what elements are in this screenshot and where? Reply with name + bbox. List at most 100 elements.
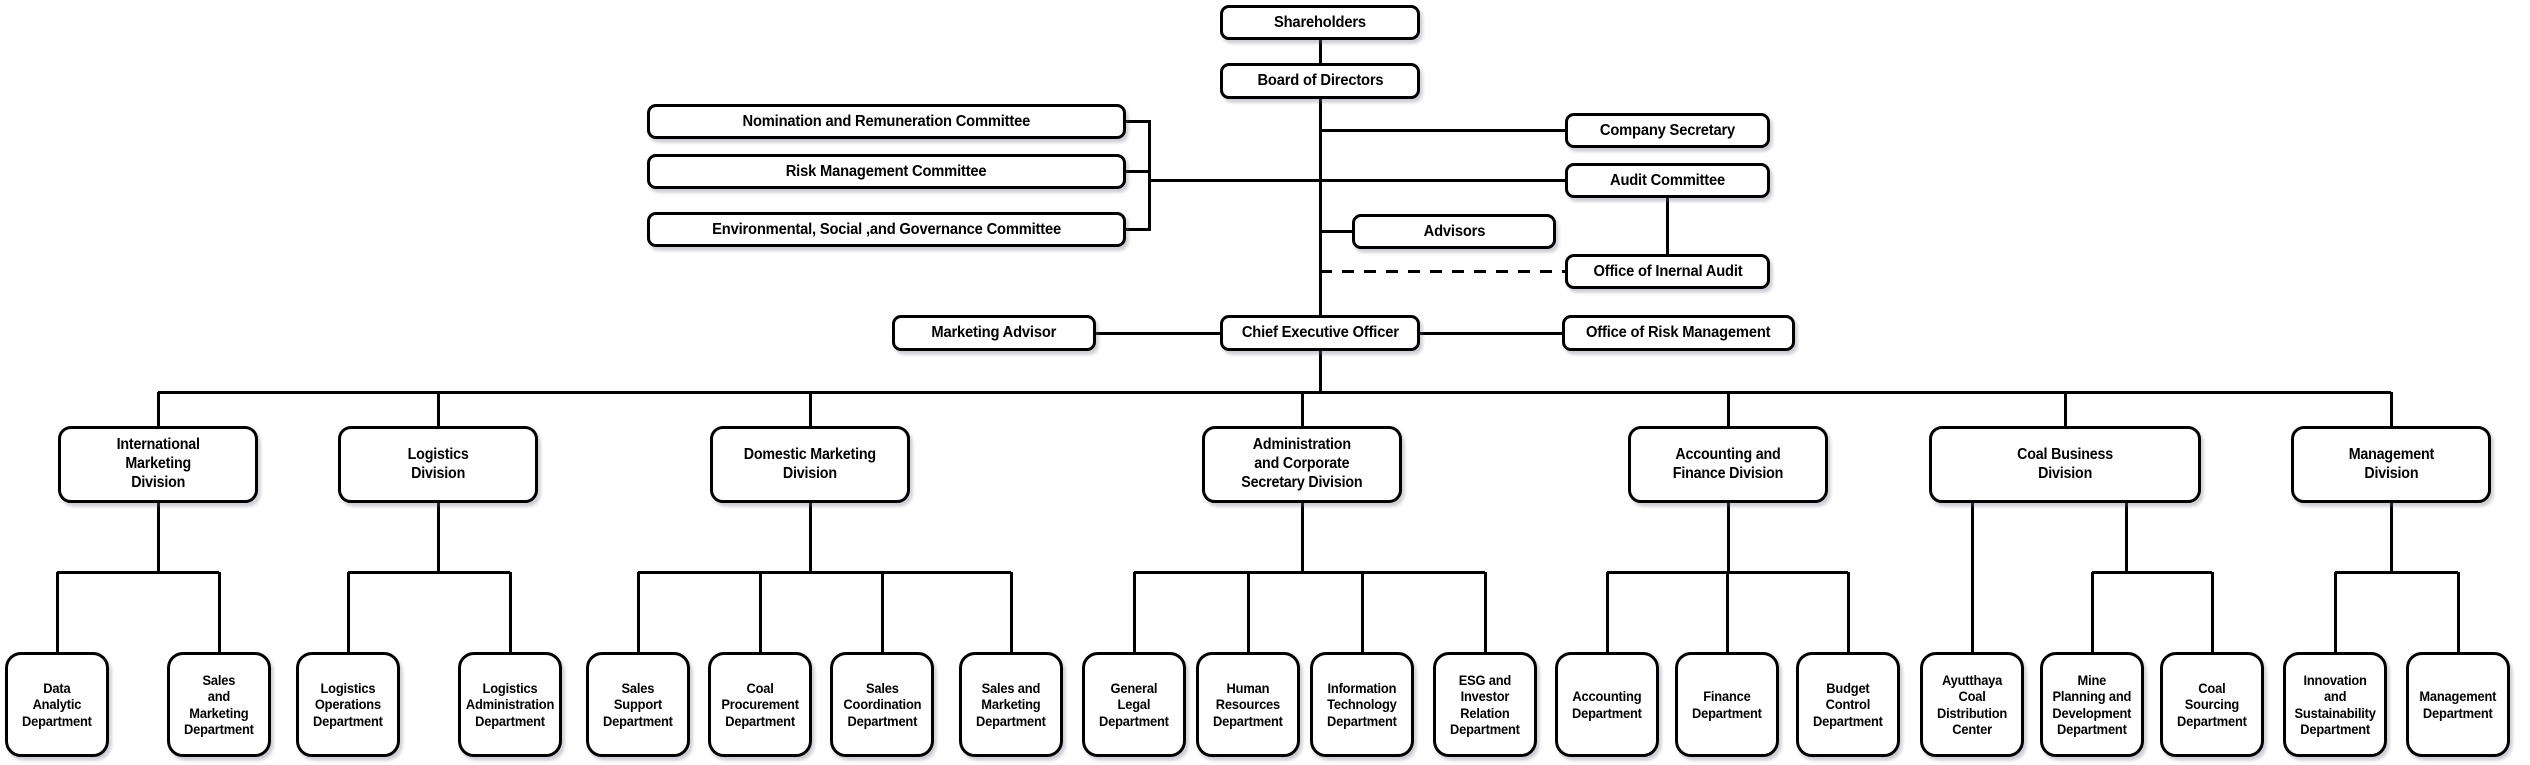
org-box-company-secretary: Company Secretary [1565, 113, 1770, 148]
org-box-board-of-directors: Board of Directors [1220, 63, 1420, 99]
org-box-mine-planning-development-department: Mine Planning and Development Department [2040, 652, 2144, 757]
org-box-marketing-advisor: Marketing Advisor [892, 315, 1096, 351]
org-box-finance-department: Finance Department [1675, 652, 1779, 757]
connector-line [2335, 570, 2458, 574]
connector-line [1318, 40, 1322, 63]
org-box-label: Ayutthaya Coal Distribution Center [1936, 672, 2008, 737]
org-box-label: Coal Business Division [2017, 445, 2113, 482]
connector-line [1134, 570, 1485, 574]
org-box-domestic-marketing-division: Domestic Marketing Division [710, 426, 910, 503]
connector-line [508, 572, 512, 652]
org-box-label: Management Division [2348, 445, 2434, 482]
connector-line [1360, 572, 1364, 652]
org-box-label: Finance Department [1692, 688, 1762, 721]
connector-line [1483, 572, 1487, 652]
org-box-label: Accounting Department [1572, 688, 1642, 721]
org-box-sales-support-department: Sales Support Department [586, 652, 690, 757]
connector-line [2124, 503, 2128, 572]
org-box-label: Sales and Marketing Department [184, 672, 254, 737]
connector-line [436, 392, 440, 426]
connector-line [1605, 572, 1609, 652]
connector-line [1725, 572, 1729, 652]
org-box-label: Risk Management Committee [786, 162, 987, 180]
connector-line [1126, 227, 1151, 231]
org-box-accounting-finance-division: Accounting and Finance Division [1628, 426, 1828, 503]
org-box-label: Human Resources Department [1213, 680, 1283, 729]
connector-line [217, 572, 221, 652]
connector-line [2389, 503, 2393, 572]
org-box-budget-control-department: Budget Control Department [1796, 652, 1900, 757]
org-box-label: Office of Inernal Audit [1593, 262, 1742, 280]
connector-line [638, 570, 1011, 574]
connector-line [758, 572, 762, 652]
org-box-international-marketing-division: International Marketing Division [58, 426, 258, 503]
connector-line [1126, 169, 1151, 173]
org-box-label: Accounting and Finance Division [1672, 445, 1784, 482]
connector-line [1096, 331, 1220, 335]
org-box-label: Company Secretary [1599, 121, 1736, 139]
org-box-human-resources-department: Human Resources Department [1196, 652, 1300, 757]
connector-line [156, 392, 160, 426]
org-box-label: Shareholders [1274, 13, 1366, 31]
connector-line [1147, 120, 1151, 230]
connector-line [1320, 128, 1565, 132]
org-box-accounting-department: Accounting Department [1555, 652, 1659, 757]
connector-line [1320, 229, 1352, 233]
org-box-label: Domestic Marketing Division [743, 445, 877, 482]
connector-line [2092, 570, 2212, 574]
connector-line [1970, 503, 1974, 652]
org-box-label: Logistics Operations Department [313, 680, 383, 729]
connector-line [2456, 572, 2460, 652]
connector-line [436, 503, 440, 572]
org-box-label: Information Technology Department [1327, 680, 1397, 729]
org-box-label: Sales Support Department [603, 680, 673, 729]
org-box-label: General Legal Department [1099, 680, 1169, 729]
connector-line [55, 572, 59, 652]
connector-line [636, 572, 640, 652]
connector-line [1300, 392, 1304, 426]
org-box-administration-corporate-secretary-division: Administration and Corporate Secretary D… [1202, 426, 1402, 503]
connector-line [2210, 572, 2214, 652]
connector-line [2063, 392, 2067, 426]
org-box-coal-sourcing-department: Coal Sourcing Department [2160, 652, 2264, 757]
org-box-shareholders: Shareholders [1220, 5, 1420, 40]
connector-line [1318, 99, 1322, 315]
org-box-logistics-division: Logistics Division [338, 426, 538, 503]
org-box-label: Audit Committee [1609, 171, 1725, 189]
dashed-connector-line [1320, 269, 1565, 273]
connector-line [1318, 351, 1322, 392]
org-box-label: Advisors [1423, 222, 1485, 240]
connector-line [2090, 572, 2094, 652]
connector-line [808, 503, 812, 572]
connector-line [2333, 572, 2337, 652]
org-box-general-legal-department: General Legal Department [1082, 652, 1186, 757]
org-box-coal-business-division: Coal Business Division [1929, 426, 2201, 503]
org-box-label: Board of Directors [1257, 72, 1383, 90]
org-box-esg-committee: Environmental, Social ,and Governance Co… [647, 212, 1126, 247]
org-box-label: ESG and Investor Relation Department [1450, 672, 1520, 737]
org-box-audit-committee: Audit Committee [1565, 163, 1770, 198]
org-box-ayutthaya-coal-distribution-center: Ayutthaya Coal Distribution Center [1920, 652, 2024, 757]
org-box-management-division: Management Division [2291, 426, 2491, 503]
org-box-label: Chief Executive Officer [1241, 324, 1399, 342]
org-box-esg-investor-relation-department: ESG and Investor Relation Department [1433, 652, 1537, 757]
connector-line [1846, 572, 1850, 652]
org-box-label: Administration and Corporate Secretary D… [1241, 436, 1363, 491]
connector-line [808, 392, 812, 426]
org-box-label: International Marketing Division [116, 436, 200, 491]
org-box-label: Nomination and Remuneration Committee [742, 112, 1031, 130]
org-box-label: Data Analytic Department [22, 680, 92, 729]
org-box-office-of-risk-management: Office of Risk Management [1562, 315, 1795, 351]
connector-line [1126, 119, 1151, 123]
org-box-label: Mine Planning and Development Department [2052, 672, 2132, 737]
org-box-label: Coal Sourcing Department [2177, 680, 2247, 729]
connector-line [2389, 392, 2393, 426]
org-box-label: Sales and Marketing Department [976, 680, 1046, 729]
org-box-innovation-sustainability-department: Innovation and Sustainability Department [2283, 652, 2387, 757]
org-box-information-technology-department: Information Technology Department [1310, 652, 1414, 757]
connector-line [1132, 572, 1136, 652]
org-box-label: Logistics Division [407, 445, 469, 482]
connector-line [1300, 503, 1304, 572]
connector-line [158, 390, 2391, 394]
